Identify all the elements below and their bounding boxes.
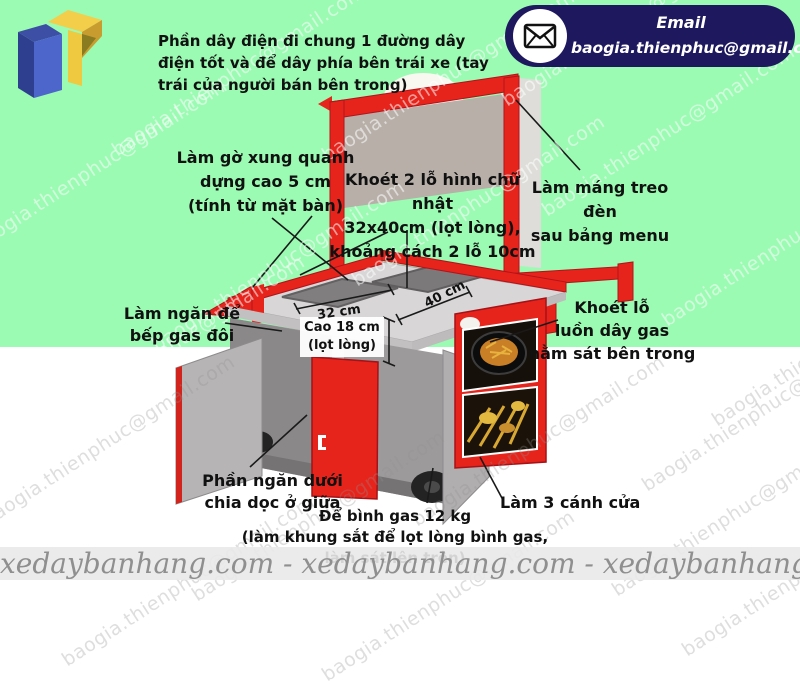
dimension-lines bbox=[293, 283, 473, 367]
cart-illustration bbox=[175, 73, 634, 526]
email-badge: Email baogia.thienphuc@gmail.com bbox=[505, 5, 800, 67]
annotation-lam-3-canh-cua: Làm 3 cánh cửa bbox=[500, 493, 641, 512]
footer-watermark-band: xedaybanhang.com - xedaybanhang.com - xe… bbox=[0, 547, 800, 580]
door-handle bbox=[318, 435, 322, 450]
menu-board-panel bbox=[344, 94, 504, 208]
annotation-cao-18cm: Cao 18 cm(lọt lòng) bbox=[300, 317, 384, 357]
footer-watermark-text: xedaybanhang.com - xedaybanhang.com - xe… bbox=[0, 547, 800, 580]
food-photo-skewers bbox=[462, 385, 538, 459]
pointer-lines bbox=[224, 99, 581, 504]
door-middle-red bbox=[311, 356, 379, 500]
frame-shadow bbox=[519, 78, 541, 268]
email-address: baogia.thienphuc@gmail.com bbox=[571, 39, 800, 57]
email-text: Email baogia.thienphuc@gmail.com bbox=[571, 11, 800, 61]
annotation-power-wire: Phần dây điện đi chung 1 đường dây điện … bbox=[158, 32, 489, 94]
thien-phuc-logo bbox=[18, 10, 102, 98]
email-label: Email bbox=[656, 13, 706, 32]
email-icon bbox=[513, 9, 567, 63]
